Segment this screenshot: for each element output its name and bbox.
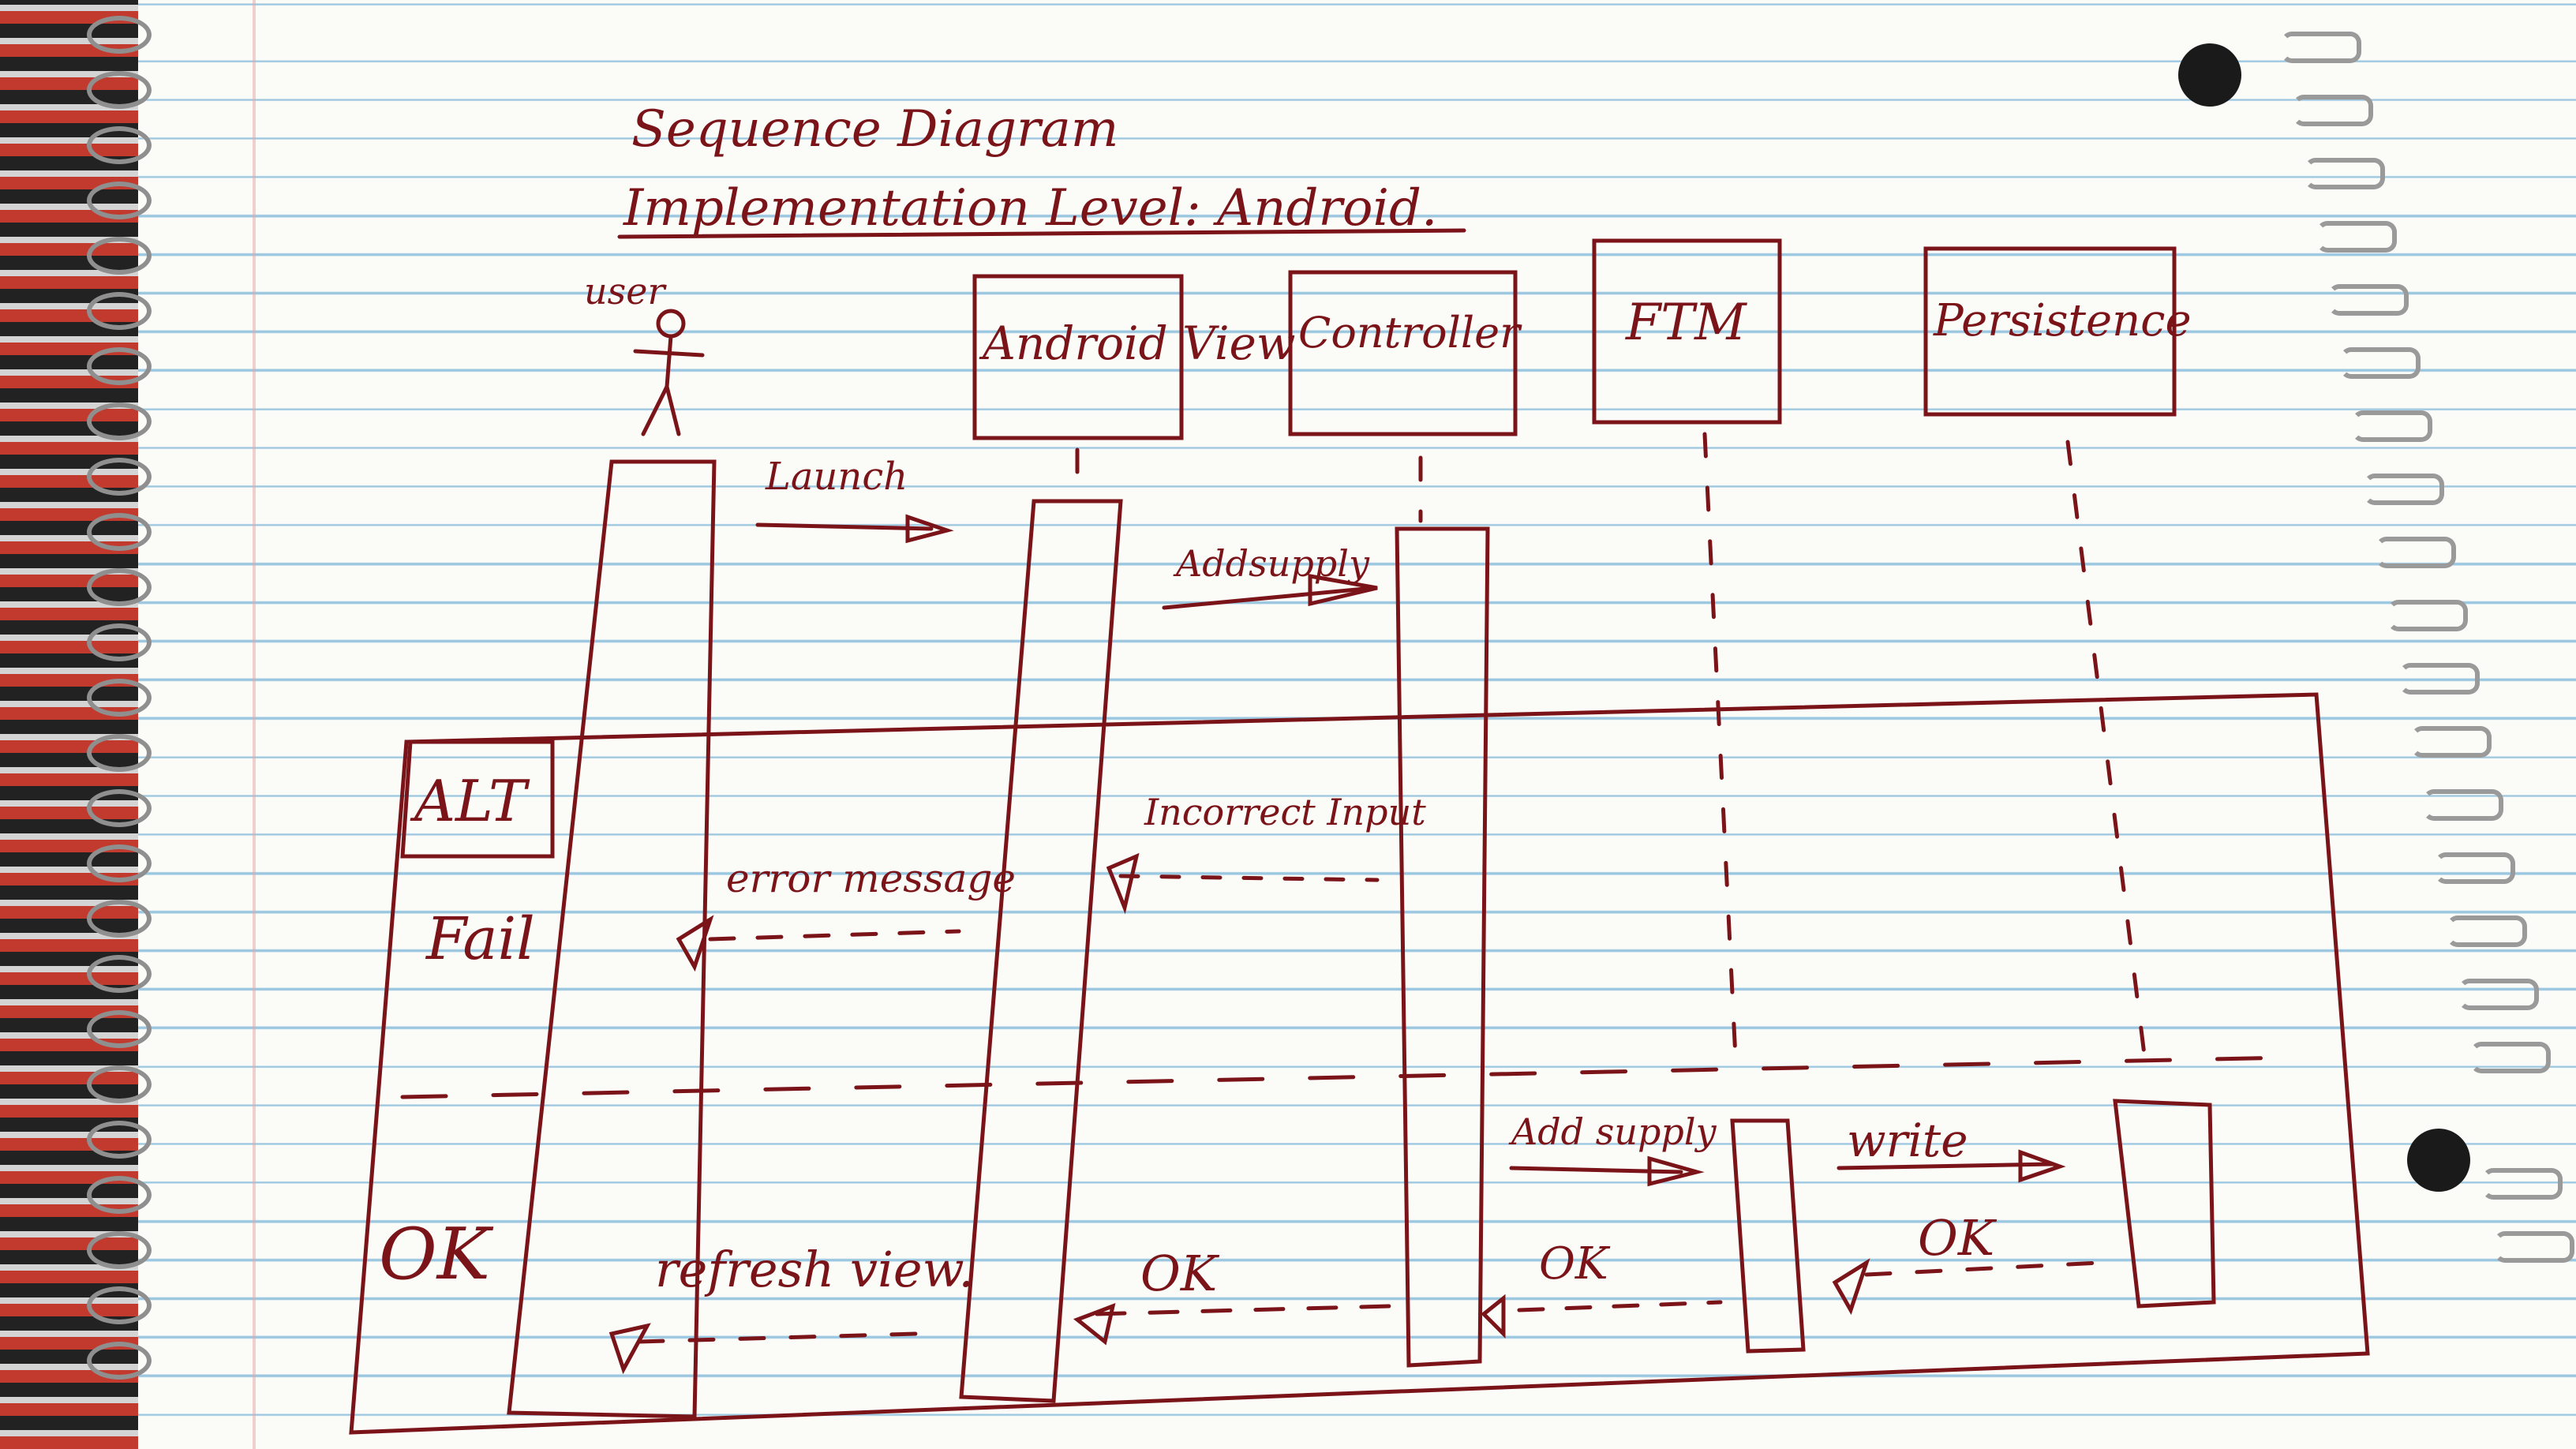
participant-label-android-view: Android View: [979, 316, 1296, 370]
activation-android-view: [959, 499, 1123, 1403]
participant-label-ftm: FTM: [1625, 294, 1747, 352]
participant-label-controller: Controller: [1298, 308, 1522, 358]
message-ok-view-arrow: [1095, 1304, 1391, 1316]
alt-separator: [400, 1055, 2291, 1099]
punch-hole-bottom: [2407, 1129, 2470, 1192]
diagram-subtitle: Implementation Level: Android.: [623, 179, 1437, 238]
message-incorrect-input-label: Incorrect Input: [1144, 791, 1426, 833]
alt-label: ALT: [410, 768, 530, 834]
message-launch-arrowhead: [905, 514, 954, 544]
activation-persistence: [2113, 1099, 2216, 1309]
message-launch-arrow: [755, 522, 934, 531]
participant-android-view: Android View: [972, 274, 1296, 440]
message-add-supply-label: Add supply: [1508, 1110, 1717, 1153]
notebook-page: [134, 0, 2576, 1449]
lifelines: [1075, 432, 2149, 1076]
activation-user: [507, 459, 717, 1419]
message-ok-controller-arrow: [1517, 1300, 1723, 1312]
message-ok-controller-arrowhead: [1481, 1294, 1506, 1339]
message-refresh-label: refresh view.: [655, 1241, 974, 1298]
subtitle-underline: [617, 228, 1466, 239]
message-refresh-arrow: [637, 1331, 918, 1344]
message-write-label: write: [1847, 1114, 1968, 1167]
participant-label-persistence: Persistence: [1933, 295, 2192, 346]
actor-label-user: user: [584, 270, 667, 313]
message-launch-label: Launch: [765, 455, 908, 499]
message-refresh-arrowhead: [608, 1323, 651, 1375]
participant-controller: Controller: [1288, 270, 1522, 436]
message-ok-view-label: OK: [1140, 1245, 1220, 1302]
message-addsupply-arrowhead: [1308, 574, 1378, 607]
participant-persistence: Persistence: [1923, 246, 2192, 417]
message-error-label: error message: [726, 856, 1016, 901]
guard-fail: Fail: [425, 905, 535, 973]
message-error-arrow: [708, 929, 961, 942]
alt-label-box: [400, 739, 555, 859]
message-add-supply-arrowhead: [1647, 1155, 1705, 1187]
punch-hole-top: [2178, 43, 2241, 107]
diagram-title: Sequence Diagram: [631, 100, 1118, 159]
message-write-arrow: [1837, 1162, 2054, 1170]
participant-ftm: FTM: [1592, 238, 1782, 425]
message-addsupply-label: Addsupply: [1173, 542, 1370, 585]
message-addsupply-arrow: [1162, 586, 1376, 610]
message-incorrect-input-arrow: [1118, 874, 1380, 882]
message-add-supply-arrow: [1509, 1166, 1683, 1174]
message-write-arrowhead: [2018, 1149, 2066, 1183]
activation-ftm: [1730, 1118, 1806, 1354]
activation-controller: [1395, 526, 1490, 1368]
message-ok-persistence-label: OK: [1918, 1209, 1998, 1267]
actor-user-icon: [633, 309, 705, 436]
message-ok-controller-label: OK: [1539, 1238, 1611, 1290]
message-ok-persistence-arrowhead: [1832, 1258, 1870, 1316]
message-ok-view-arrowhead: [1073, 1303, 1116, 1346]
alt-fragment-frame: [349, 692, 2370, 1435]
message-ok-persistence-arrow: [1864, 1260, 2102, 1277]
message-incorrect-input-arrowhead: [1106, 852, 1140, 915]
guard-ok: OK: [379, 1213, 494, 1296]
message-error-arrowhead: [676, 915, 714, 972]
margin-line: [253, 0, 256, 1449]
